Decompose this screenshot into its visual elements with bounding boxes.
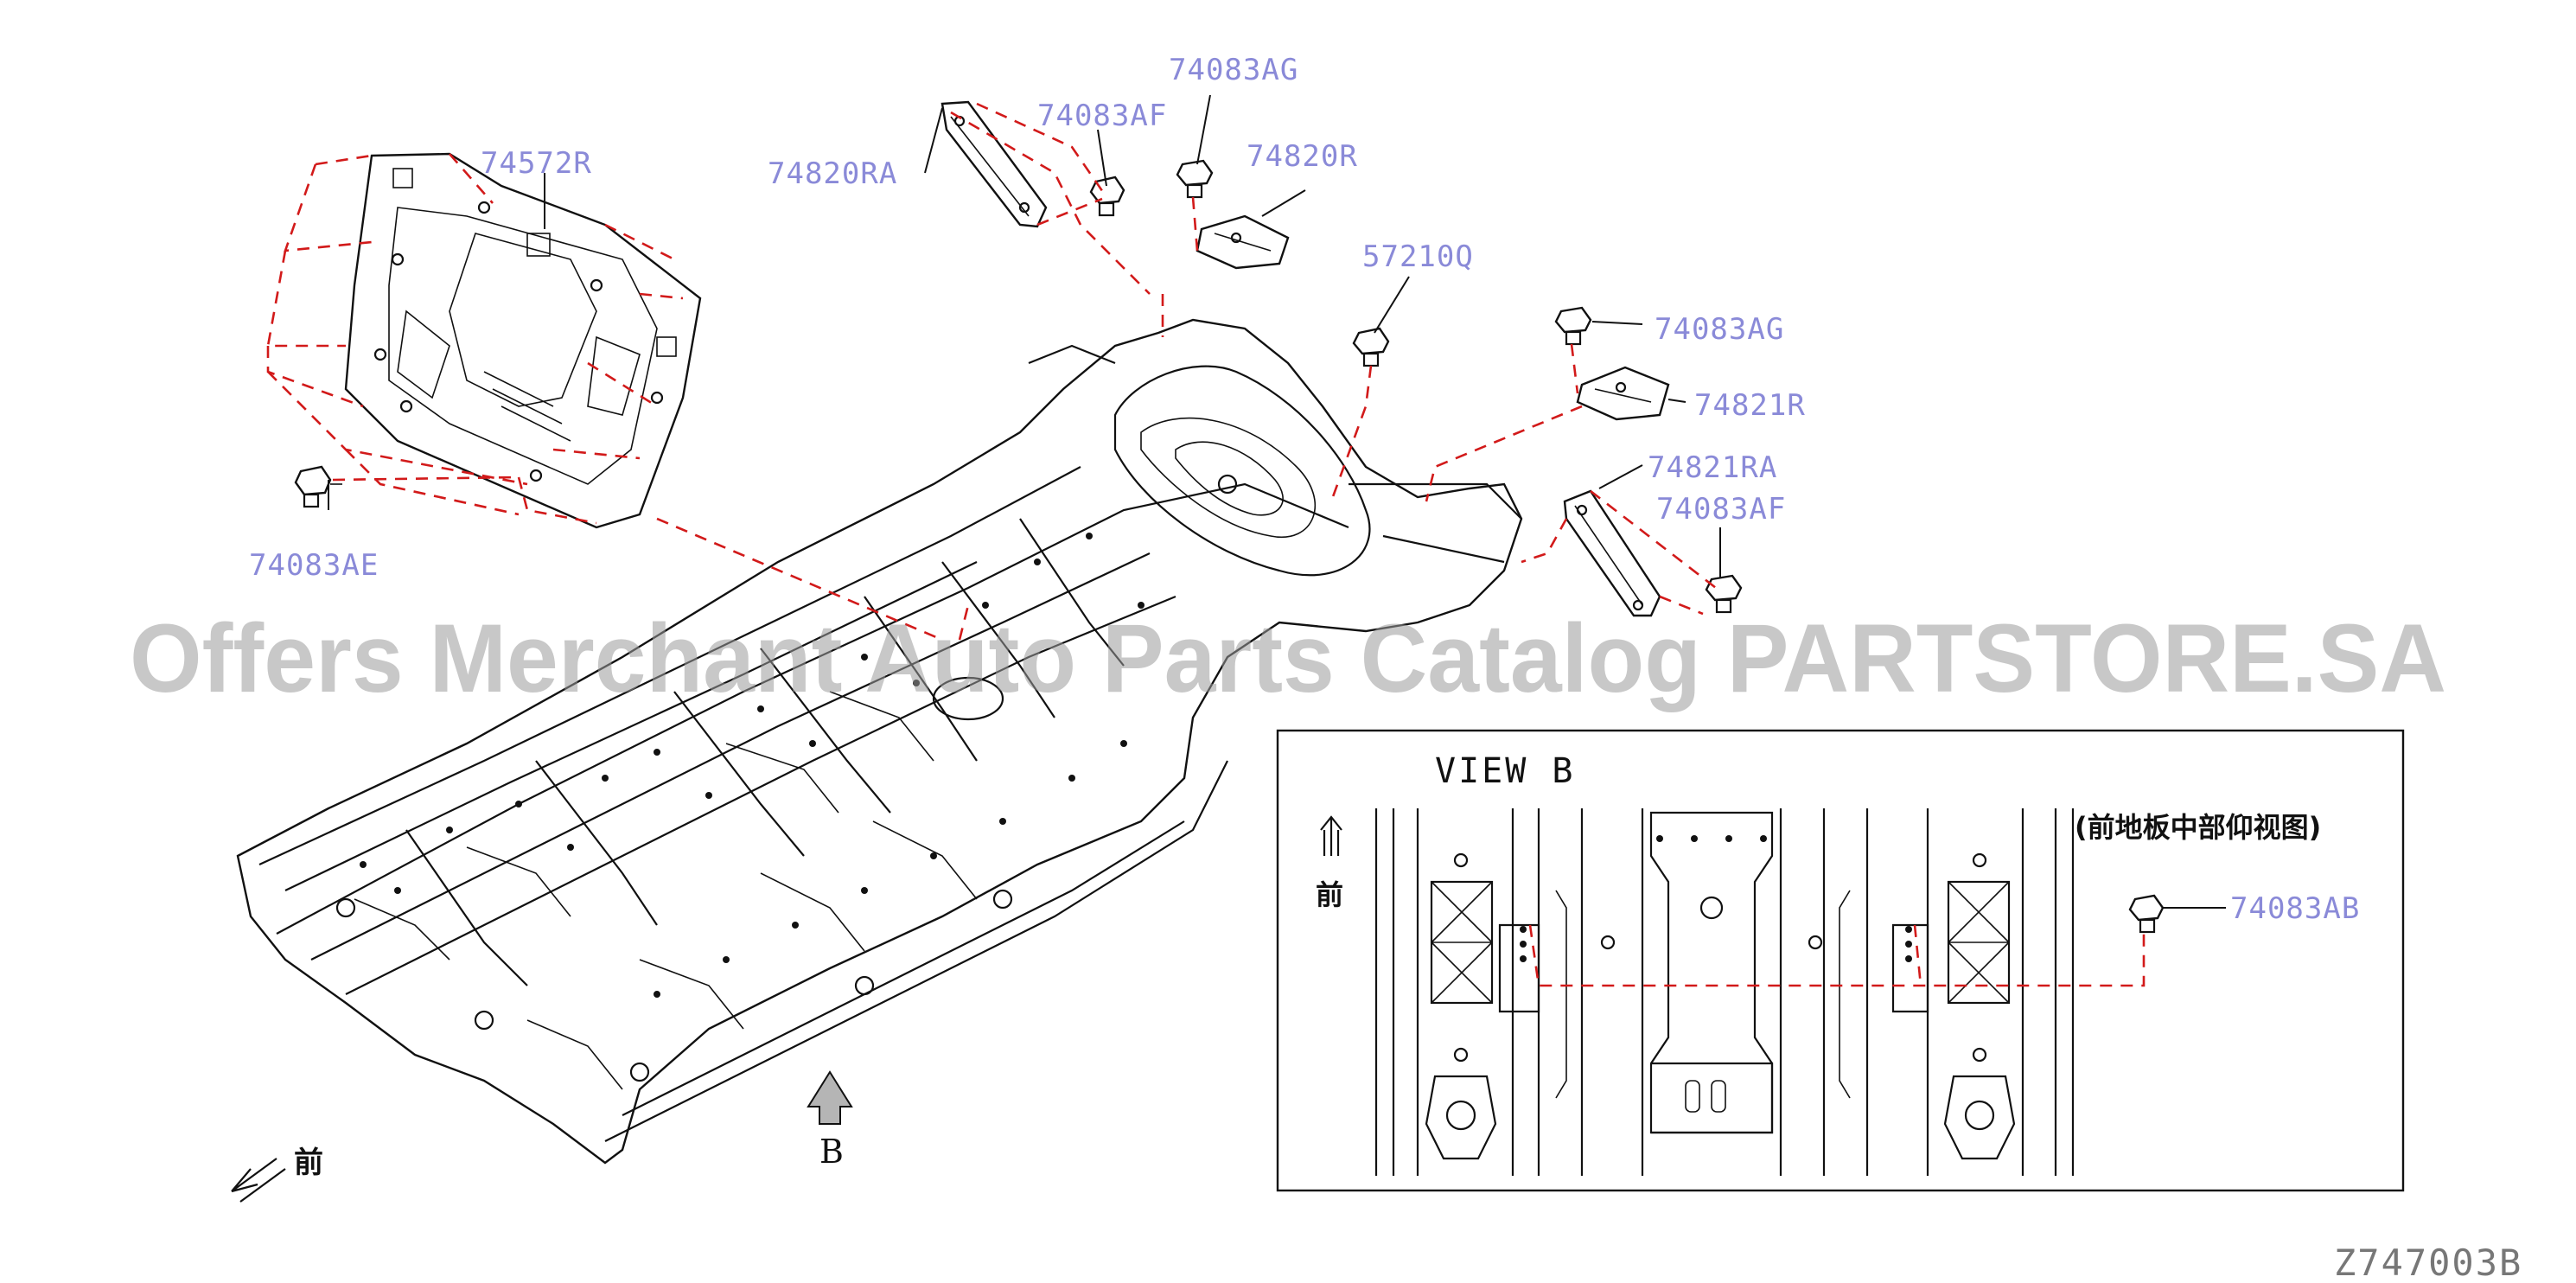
floor-pan-holes [335,474,1238,1082]
view-b-caption: (前地板中部仰视图) [2075,811,2321,844]
diagram-code: Z747003B [2334,1242,2522,1283]
label-57210Q: 57210Q [1362,239,1474,274]
panel-74572R [344,152,702,529]
front-direction-arrow: 前 [231,1146,323,1203]
bolt-74083AF-right [1705,574,1743,614]
view-b-front-label: 前 [1316,878,1343,911]
label-74083AB: 74083AB [2230,891,2360,926]
label-74083AF-right: 74083AF [1656,492,1786,527]
view-b-front-arrow: 前 [1316,815,1343,911]
leader-lines [328,94,2226,909]
label-74821R: 74821R [1694,388,1806,423]
label-74821RA: 74821RA [1648,450,1777,485]
part-labels: 74572R 74083AE 74820RA 74083AF 74083AG 7… [249,53,1806,583]
floor-pan-assembly [236,318,1523,1165]
installation-dash-lines [266,102,1717,642]
watermark-text: Offers Merchant Auto Parts Catalog PARTS… [130,604,2446,712]
label-74083AF-top: 74083AF [1037,99,1167,133]
view-b-arrow: B [807,1070,853,1171]
label-74083AE: 74083AE [249,548,379,583]
view-b-title: VIEW B [1435,751,1576,791]
bolt-74083AG-right [1554,306,1592,346]
clip-57210Q [1352,327,1390,367]
label-74820R: 74820R [1247,139,1358,174]
view-b-underbody [1374,808,2075,1176]
label-74572R: 74572R [481,146,592,181]
bracket-74821RA [1563,489,1661,617]
label-74083AG-top: 74083AG [1169,53,1298,87]
bolt-74083AG-top [1176,159,1214,199]
bolt-74083AB [2128,894,2165,934]
bracket-74820R [1196,214,1290,270]
bracket-74821R [1576,366,1670,421]
bracket-74820RA [940,100,1048,228]
bolt-74083AF-top [1089,176,1125,217]
label-74820RA: 74820RA [768,156,897,191]
bolt-74083AE [294,465,342,508]
view-b-arrow-label: B [819,1133,844,1171]
front-arrow-label: 前 [294,1146,323,1180]
view-b-inset: VIEW B (前地板中部仰视图) 前 [1276,729,2405,1192]
label-74083AG-right: 74083AG [1655,312,1784,347]
